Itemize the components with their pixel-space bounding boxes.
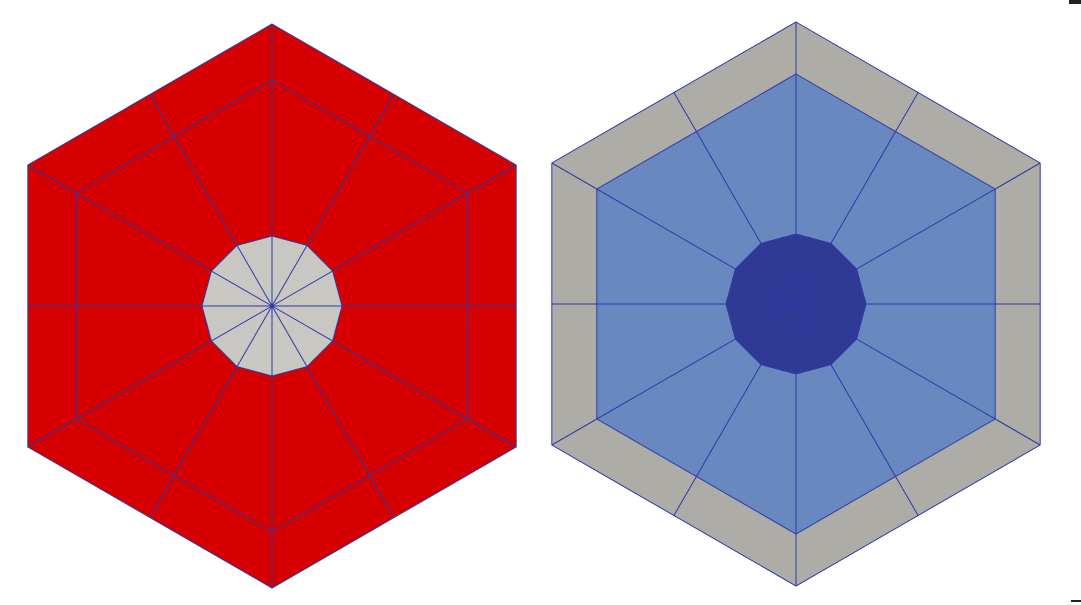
mesh-corner-edge [551,418,598,446]
mesh-spoke [673,92,797,305]
mesh-corner-edge [27,418,77,448]
mesh-corner-edge [994,162,1041,190]
mesh-corner-edge [467,164,517,194]
right-hexagon-mesh [551,21,1041,587]
mesh-spoke [673,303,797,516]
edge-tick-top [1069,0,1081,4]
mesh-corner-edge [551,162,598,190]
mesh-spoke [149,305,273,518]
mesh-spoke [271,94,395,307]
mesh-spoke [271,305,395,518]
mesh-corner-edge [27,164,77,194]
mesh-spoke [795,92,919,305]
mesh-spoke [795,303,919,516]
mesh-spoke [149,94,273,307]
left-hexagon-mesh [27,23,517,589]
mesh-corner-edge [994,418,1041,446]
edge-tick-bottom [1071,600,1081,602]
mesh-corner-edge [467,418,517,448]
